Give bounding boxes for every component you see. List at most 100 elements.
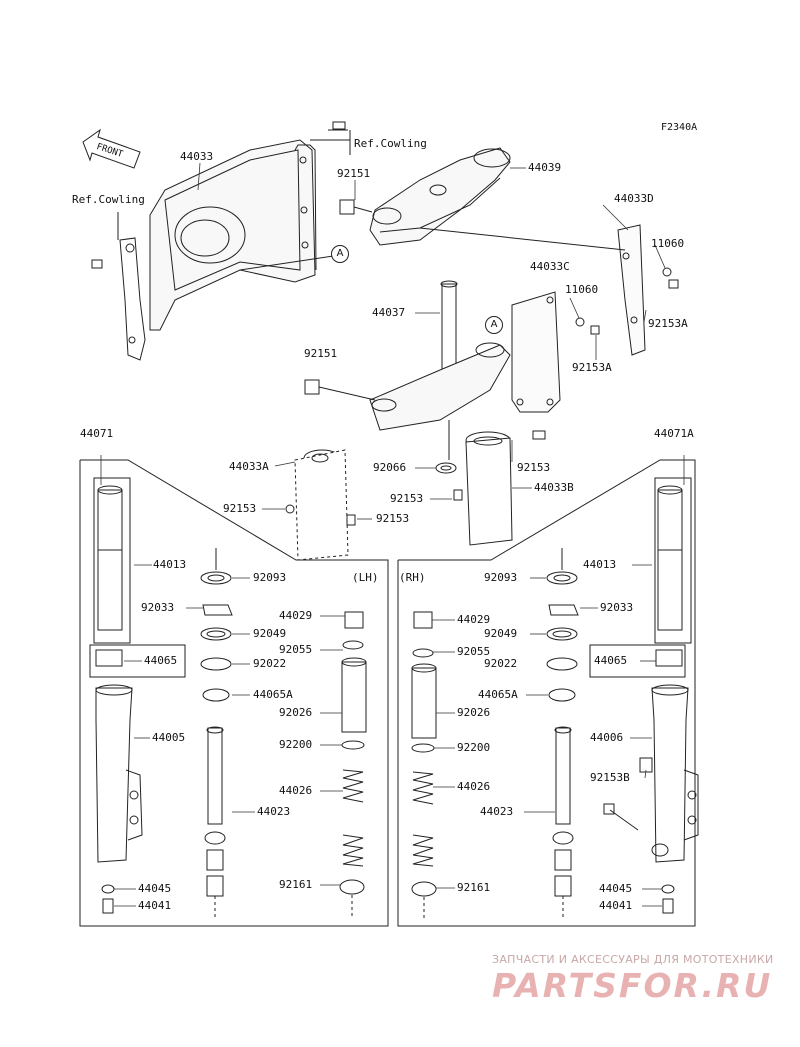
lh-label-92033: 92033 — [141, 601, 175, 614]
cowling-bolt-top — [328, 121, 348, 131]
lh-label-44045: 44045 — [138, 882, 172, 895]
label-44039: 44039 — [528, 161, 562, 174]
label-92153-r: 92153 — [517, 461, 551, 474]
lh-label-92055: 92055 — [279, 643, 313, 656]
upper-triple-clamp-44039 — [369, 147, 511, 246]
label-92151-mid: 92151 — [304, 347, 338, 360]
label-44033: 44033 — [180, 150, 214, 163]
bolt-92153A-b — [590, 325, 600, 335]
watermark-logo: PARTSFOR.RU — [492, 966, 773, 1005]
watermark-subtitle: ЗАПЧАСТИ И АКСЕССУАРЫ ДЛЯ МОТОТЕХНИКИ — [492, 953, 774, 966]
label-44033A: 44033A — [229, 460, 269, 473]
lh-damper-rod-44023 — [204, 726, 226, 918]
lh-label-44023: 44023 — [257, 805, 291, 818]
lh-label-44013: 44013 — [153, 558, 187, 571]
side-cover-44033D — [617, 224, 646, 356]
lh-label-92200: 92200 — [279, 738, 313, 751]
lh-inner-tube-44013 — [97, 485, 123, 631]
fork-cover-44033A — [294, 449, 349, 561]
lh-label-92026: 92026 — [279, 706, 313, 719]
lh-bolt-44045 — [101, 884, 115, 894]
rh-label-44013: 44013 — [583, 558, 617, 571]
rh-bush-44065 — [655, 649, 683, 667]
label-92153-l: 92153 — [223, 502, 257, 515]
fork-cover-44033B — [465, 431, 513, 546]
lh-label-92049: 92049 — [253, 627, 287, 640]
rh-label-92055: 92055 — [457, 645, 491, 658]
label-44033D: 44033D — [614, 192, 654, 205]
bolt-92153-c — [453, 489, 463, 501]
rh-spring-stack — [411, 611, 437, 918]
lh-label-92161: 92161 — [279, 878, 313, 891]
label-44033B: 44033B — [534, 481, 574, 494]
label-44037: 44037 — [372, 306, 406, 319]
rh-label-44006: 44006 — [590, 731, 624, 744]
ref-cowling-left-label: Ref.Cowling — [72, 193, 145, 206]
lh-label-44026: 44026 — [279, 784, 313, 797]
rh-outer-tube-44006 — [651, 684, 699, 863]
label-92153A-b: 92153A — [572, 361, 612, 374]
rh-label-92022: 92022 — [484, 657, 518, 670]
lh-label-44029: 44029 — [279, 609, 313, 622]
side-label-lh: (LH) — [352, 571, 379, 584]
rh-label-44041: 44041 — [599, 899, 633, 912]
side-label-rh: (RH) — [399, 571, 426, 584]
rh-label-92200: 92200 — [457, 741, 491, 754]
label-92153-c: 92153 — [390, 492, 424, 505]
lh-spring-stack — [339, 611, 367, 918]
label-92151-top: 92151 — [337, 167, 371, 180]
lh-seal-stack — [200, 548, 233, 702]
lh-bush-44065 — [95, 649, 123, 667]
bolt-92153-r — [532, 430, 546, 440]
label-44071: 44071 — [80, 427, 114, 440]
cowling-bracket-44033 — [119, 139, 317, 361]
rh-label-44065: 44065 — [594, 654, 628, 667]
nut-11060-a — [662, 267, 672, 277]
lh-bleed-44041 — [102, 898, 114, 914]
rh-label-44029: 44029 — [457, 613, 491, 626]
label-92066: 92066 — [373, 461, 407, 474]
rh-label-44023: 44023 — [480, 805, 514, 818]
lh-label-92093: 92093 — [253, 571, 287, 584]
label-44033C: 44033C — [530, 260, 570, 273]
lh-label-92022: 92022 — [253, 657, 287, 670]
rh-label-44045: 44045 — [599, 882, 633, 895]
label-11060-a: 11060 — [651, 237, 685, 250]
rh-axle-bolt — [603, 803, 639, 831]
rh-label-92026: 92026 — [457, 706, 491, 719]
lh-outer-tube-44005 — [95, 684, 143, 863]
label-92153A-a: 92153A — [648, 317, 688, 330]
bolt-92153-b — [346, 514, 356, 526]
rh-label-92161: 92161 — [457, 881, 491, 894]
lh-fork-frame — [79, 459, 389, 927]
rh-bolt-44045 — [661, 884, 675, 894]
ref-mark-a-right: A — [485, 316, 503, 334]
label-11060-b: 11060 — [565, 283, 599, 296]
cowling-bolt-left — [91, 259, 103, 269]
side-cover-44033C — [511, 291, 561, 413]
bearing-92066 — [435, 462, 457, 474]
rh-bleed-44041 — [662, 898, 674, 914]
label-44071A: 44071A — [654, 427, 694, 440]
rh-label-44065A: 44065A — [478, 688, 518, 701]
bolt-92151-top — [339, 199, 373, 215]
lh-label-44005: 44005 — [152, 731, 186, 744]
rh-bolt-92153B — [639, 757, 653, 773]
label-92153-b: 92153 — [376, 512, 410, 525]
rh-label-92093: 92093 — [484, 571, 518, 584]
front-arrow-icon — [82, 128, 141, 169]
figure-code: F2340A — [661, 122, 698, 133]
rh-label-92049: 92049 — [484, 627, 518, 640]
lh-label-44065: 44065 — [144, 654, 178, 667]
rh-seal-stack — [546, 548, 579, 702]
bolt-92153A-a — [668, 279, 679, 289]
ref-cowling-top-label: Ref.Cowling — [354, 137, 427, 150]
lh-label-44041: 44041 — [138, 899, 172, 912]
rh-label-44026: 44026 — [457, 780, 491, 793]
rh-label-92153B: 92153B — [590, 771, 630, 784]
rh-damper-rod-44023 — [552, 726, 574, 918]
lh-label-44065A: 44065A — [253, 688, 293, 701]
rh-label-92033: 92033 — [600, 601, 634, 614]
bolt-92151-mid — [304, 379, 376, 401]
